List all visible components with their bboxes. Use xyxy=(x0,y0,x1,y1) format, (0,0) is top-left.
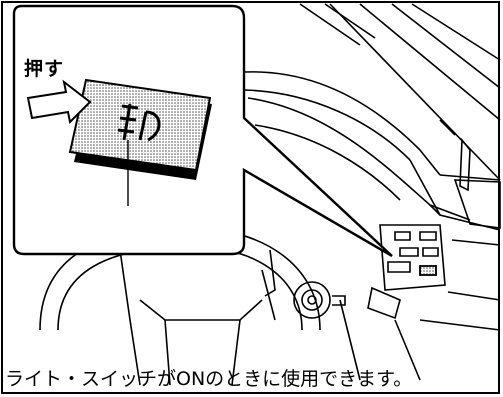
push-label: 押す xyxy=(24,58,65,80)
push-arrow-icon xyxy=(26,79,92,125)
fog-light-switch-icon xyxy=(68,78,212,206)
dashboard-contours xyxy=(244,71,501,231)
windshield-lines xyxy=(299,3,501,181)
center-console xyxy=(339,224,501,381)
ignition-switch xyxy=(293,281,346,319)
caption-text: ライト・スイッチがONのときに使用できます。 xyxy=(5,368,413,390)
fog-light-symbol xyxy=(117,103,161,142)
